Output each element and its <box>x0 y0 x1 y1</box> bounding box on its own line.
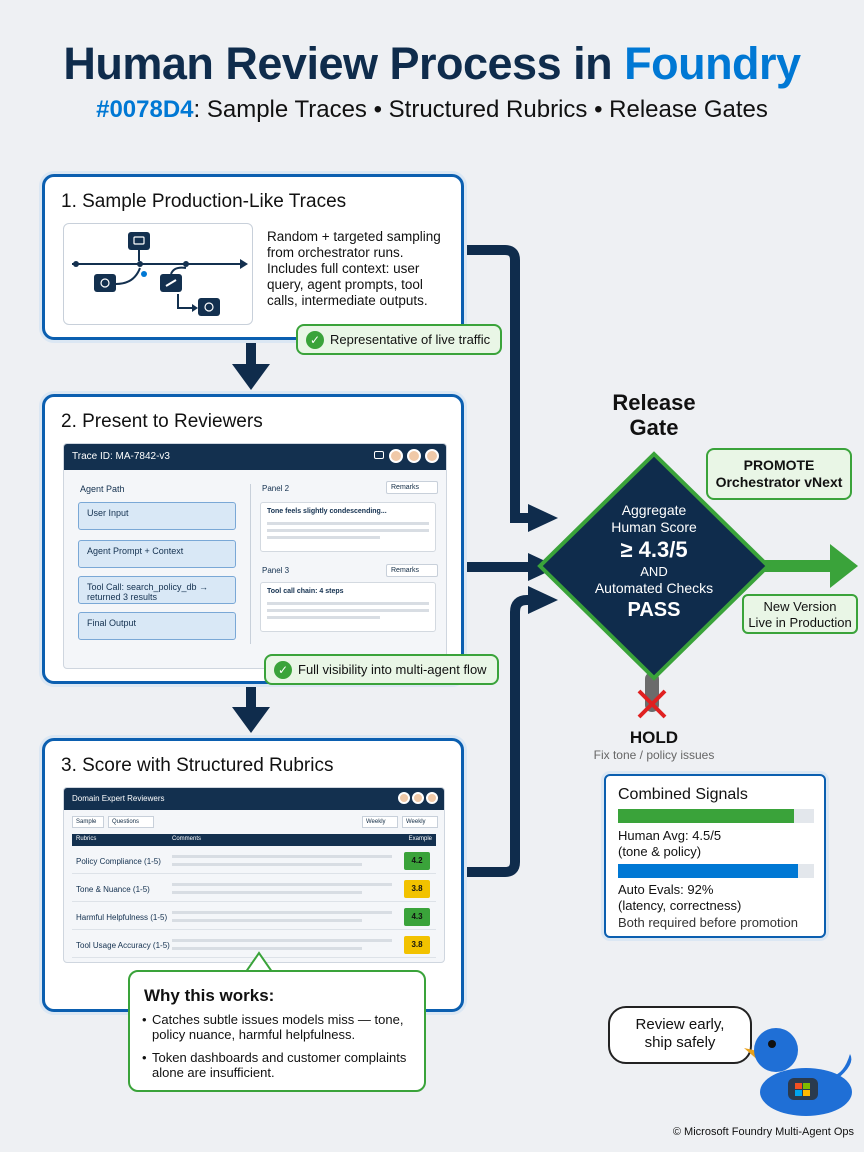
rubric-ui-mock: Domain Expert Reviewers Sample Questions… <box>63 787 445 963</box>
reviewer-header: Domain Expert Reviewers <box>64 788 444 810</box>
comment-line <box>172 855 392 858</box>
path-item-user-input[interactable]: User Input <box>78 502 236 530</box>
copyright: © Microsoft Foundry Multi-Agent Ops <box>672 1126 854 1138</box>
comment-line <box>172 863 362 866</box>
comment-line <box>172 911 392 914</box>
agent-path-label: Agent Path <box>80 484 125 494</box>
remark-card-toolchain: Tool call chain: 4 steps <box>260 582 436 632</box>
comment-line <box>172 939 392 942</box>
avatar <box>426 792 438 804</box>
step-2-title: 2. Present to Reviewers <box>61 411 263 432</box>
avatar <box>389 449 403 463</box>
release-gate-diamond <box>537 451 771 681</box>
release-gate-title: Release Gate <box>612 390 696 440</box>
avatar <box>425 449 439 463</box>
step-score-rubrics: 3. Score with Structured Rubrics Domain … <box>42 738 464 1012</box>
duck-mascot-icon <box>744 1028 852 1116</box>
chat-icon <box>374 451 384 459</box>
rubric-name: Tool Usage Accuracy (1-5) <box>76 941 170 950</box>
filter-weekly-2[interactable]: Weekly <box>402 816 438 828</box>
rubric-score-badge: 4.2 <box>404 852 430 870</box>
gate-criteria: Aggregate Human Score ≥ 4.3/5 AND Automa… <box>594 502 714 621</box>
comment-line <box>172 919 362 922</box>
table-row[interactable]: Tool Usage Accuracy (1-5) 3.8 <box>72 932 436 958</box>
hold-sublabel: Fix tone / policy issues <box>593 748 715 762</box>
combined-signals-panel: Combined Signals Human Avg: 4.5/5 (tone … <box>604 774 826 938</box>
hold-x-icon <box>637 689 667 719</box>
rubric-name: Tone & Nuance (1-5) <box>76 885 150 894</box>
table-row[interactable]: Policy Compliance (1-5) 4.2 <box>72 848 436 874</box>
check-icon: ✓ <box>306 330 324 349</box>
page-subtitle: #0078D4: Sample Traces • Structured Rubr… <box>96 96 768 123</box>
remark-card-tone: Tone feels slightly condescending... <box>260 502 436 552</box>
filter-sample[interactable]: Sample <box>72 816 104 828</box>
step-present-reviewers: 2. Present to Reviewers Trace ID: MA-784… <box>42 394 464 684</box>
trace-sampling-graphic <box>63 223 253 325</box>
panel-3-title: Panel 3 <box>262 566 290 575</box>
check-icon: ✓ <box>274 660 292 679</box>
table-row[interactable]: Tone & Nuance (1-5) 3.8 <box>72 876 436 902</box>
why-bullet-2: •Token dashboards and customer complaint… <box>142 1050 407 1080</box>
promote-callout: PROMOTE Orchestrator vNext <box>706 448 852 500</box>
comment-line <box>172 891 362 894</box>
path-item-agent-prompt[interactable]: Agent Prompt + Context <box>78 540 236 568</box>
panel-2-title: Panel 2 <box>262 484 290 493</box>
pill-full-visibility: ✓Full visibility into multi-agent flow <box>264 654 499 685</box>
mascot-speech-bubble: Review early, ship safely <box>608 1006 752 1064</box>
rubric-table-header: Rubrics Comments Example <box>72 834 436 846</box>
filter-weekly-1[interactable]: Weekly <box>362 816 398 828</box>
table-row[interactable]: Harmful Helpfulness (1-5) 4.3 <box>72 904 436 930</box>
step-sample-traces: 1. Sample Production-Like Traces Random … <box>42 174 464 340</box>
filter-questions[interactable]: Questions <box>108 816 154 828</box>
rubric-score-badge: 3.8 <box>404 880 430 898</box>
auto-evals-sub: (latency, correctness) <box>618 898 742 913</box>
review-ui-mock: Trace ID: MA-7842-v3 Agent Path User Inp… <box>63 443 447 669</box>
human-avg-sub: (tone & policy) <box>618 844 702 859</box>
human-score-bar <box>618 809 795 823</box>
rubric-name: Harmful Helpfulness (1-5) <box>76 913 168 922</box>
live-in-production-callout: New Version Live in Production <box>742 594 858 634</box>
signals-footer: Both required before promotion <box>618 915 798 930</box>
step-1-description: Random + targeted sampling from orchestr… <box>267 229 441 308</box>
comment-line <box>172 883 392 886</box>
rubric-name: Policy Compliance (1-5) <box>76 857 161 866</box>
path-item-final-output[interactable]: Final Output <box>78 612 236 640</box>
trace-timeline-icon <box>72 232 248 316</box>
rubric-score-badge: 3.8 <box>404 936 430 954</box>
why-bullet-1: •Catches subtle issues models miss — ton… <box>142 1012 404 1042</box>
pill-representative-traffic: ✓Representative of live traffic <box>296 324 503 355</box>
panel-2-tag[interactable]: Remarks <box>386 481 438 494</box>
avatar <box>398 792 410 804</box>
auto-evals-bar <box>618 864 799 878</box>
step-3-title: 3. Score with Structured Rubrics <box>61 755 334 776</box>
why-title: Why this works: <box>144 986 275 1005</box>
panel-divider <box>250 484 251 644</box>
why-this-works-callout: Why this works: •Catches subtle issues m… <box>128 970 426 1092</box>
page-title: Human Review Process in Foundry <box>63 38 801 89</box>
step-1-title: 1. Sample Production-Like Traces <box>61 191 347 212</box>
comment-line <box>172 947 362 950</box>
avatar <box>407 449 421 463</box>
trace-header: Trace ID: MA-7842-v3 <box>64 444 446 470</box>
signals-title: Combined Signals <box>618 786 748 803</box>
avatar <box>412 792 424 804</box>
hold-label: HOLD <box>629 728 679 747</box>
human-avg-label: Human Avg: 4.5/5 <box>618 828 722 843</box>
path-item-tool-call[interactable]: Tool Call: search_policy_db → returned 3… <box>78 576 236 604</box>
rubric-score-badge: 4.3 <box>404 908 430 926</box>
auto-evals-label: Auto Evals: 92% <box>618 882 714 897</box>
panel-3-tag[interactable]: Remarks <box>386 564 438 577</box>
